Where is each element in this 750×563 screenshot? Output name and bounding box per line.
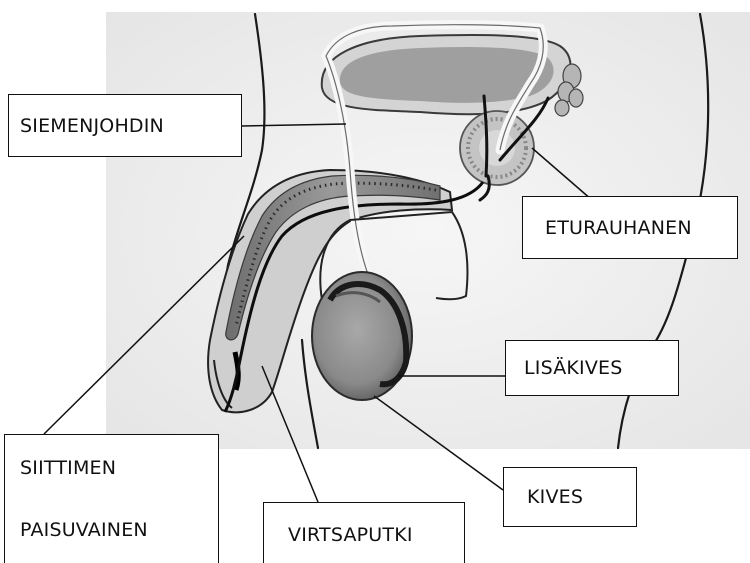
label-siittimen-line1: SIITTIMEN <box>20 457 218 479</box>
label-siemenjohdin: SIEMENJOHDIN <box>8 94 242 157</box>
label-siittimen-line2: PAISUVAINEN <box>20 519 218 541</box>
label-eturauhanen: ETURAUHANEN <box>522 196 738 259</box>
label-kives-text: KIVES <box>527 486 583 508</box>
label-virtsaputki-text: VIRTSAPUTKI <box>288 524 413 546</box>
label-virtsaputki: VIRTSAPUTKI <box>263 502 465 563</box>
label-siemenjohdin-text: SIEMENJOHDIN <box>20 115 164 137</box>
label-siittimen-paisuvainen: SIITTIMEN PAISUVAINEN <box>4 434 219 563</box>
label-kives: KIVES <box>503 467 637 527</box>
testis <box>312 272 412 400</box>
label-lisakives-text: LISÄKIVES <box>524 357 623 379</box>
label-lisakives: LISÄKIVES <box>505 340 679 396</box>
label-eturauhanen-text: ETURAUHANEN <box>545 217 692 239</box>
